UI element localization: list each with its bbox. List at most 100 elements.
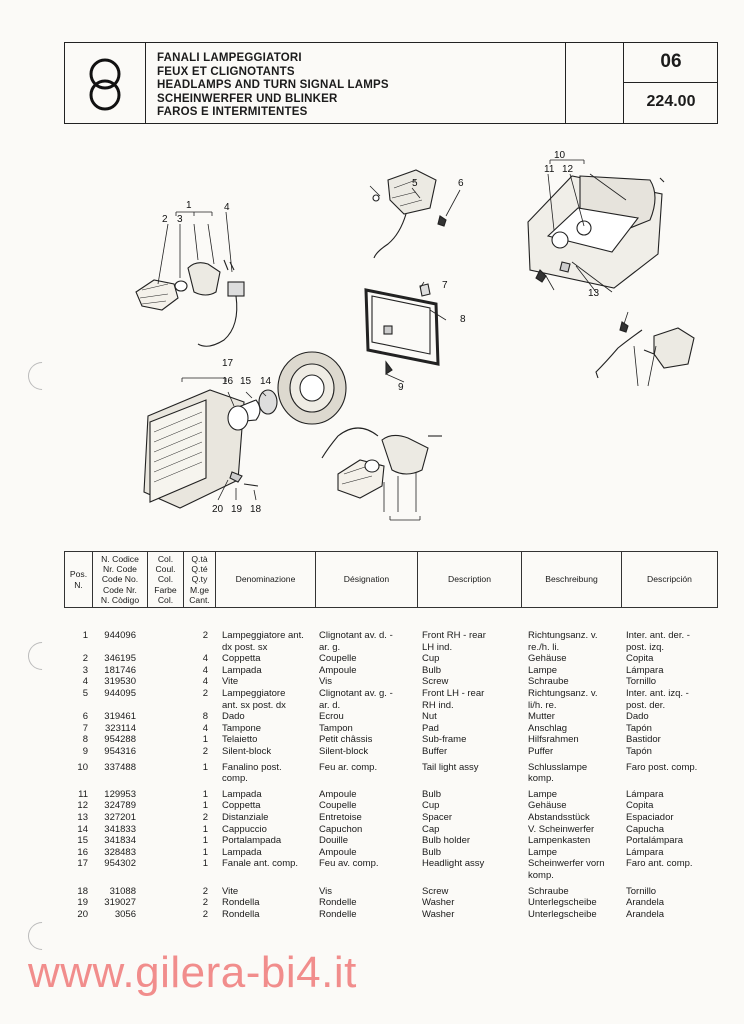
part-code: 341833 xyxy=(104,823,136,835)
part-name-de: li/h. re. xyxy=(528,699,557,711)
part-name-it: Rondella xyxy=(222,897,260,909)
callout-9: 9 xyxy=(398,382,404,393)
callout-6: 6 xyxy=(458,178,464,189)
part-name-it: Distanziale xyxy=(222,812,269,823)
part-qty: 2 xyxy=(202,746,208,757)
callout-20: 20 xyxy=(212,504,224,515)
part-qty: 1 xyxy=(202,788,208,800)
part-pos: 6 xyxy=(82,711,88,723)
col-fr: Désignation xyxy=(315,552,417,607)
part-name-es: Arandela xyxy=(626,897,665,909)
brand-logo xyxy=(65,43,146,123)
part-name-fr: Ampoule xyxy=(319,846,357,858)
part-name-fr: Rondelle xyxy=(319,897,357,909)
part-pos: 7 xyxy=(82,722,88,734)
part-name-es: post. der. xyxy=(626,699,666,711)
part-name-es: Espaciador xyxy=(626,812,674,823)
callout-5: 5 xyxy=(412,178,418,189)
part-name-es: Portalámpara xyxy=(626,835,684,847)
part-name-fr: Douille xyxy=(319,835,349,847)
callout-14: 14 xyxy=(260,376,272,387)
part-pos: 11 xyxy=(78,788,88,800)
part-qty: 1 xyxy=(202,846,208,858)
part-name-es: Dado xyxy=(626,711,649,723)
part-name-en: Screw xyxy=(422,885,449,897)
part-qty: 2 xyxy=(202,630,208,641)
part-name-it: Lampeggiatore xyxy=(222,688,286,699)
part-name-en: Sub-frame xyxy=(422,734,467,746)
part-name-en: Washer xyxy=(422,908,455,920)
callout-17: 17 xyxy=(222,358,234,369)
part-name-fr: Feu ar. comp. xyxy=(319,761,378,773)
part-name-es: post. izq. xyxy=(626,641,665,653)
part-name-es: Tornillo xyxy=(626,676,657,688)
part-name-en: LH ind. xyxy=(422,641,453,653)
part-pos: 2 xyxy=(82,653,88,665)
part-name-de: komp. xyxy=(528,869,554,881)
part-name-es: Capucha xyxy=(626,823,665,835)
part-pos: 16 xyxy=(77,846,88,858)
part-pos: 8 xyxy=(82,734,88,746)
part-qty: 2 xyxy=(202,885,208,897)
part-qty: 1 xyxy=(202,823,208,835)
part-name-es: Copita xyxy=(626,653,654,665)
part-name-en: Front LH - rear xyxy=(422,688,485,699)
part-name-fr: Rondelle xyxy=(319,908,357,920)
callout-10: 10 xyxy=(554,150,566,161)
part-name-it: Tampone xyxy=(222,722,262,734)
part-name-en: Front RH - rear xyxy=(422,630,486,641)
part-name-en: Washer xyxy=(422,897,455,909)
part-pos: 10 xyxy=(77,761,88,773)
part-pos: 17 xyxy=(77,858,88,870)
part-name-es: Inter. ant. izq. - xyxy=(626,688,689,699)
part-name-en: Bulb xyxy=(422,788,442,800)
part-qty: 1 xyxy=(202,734,208,746)
part-name-it: Cappuccio xyxy=(222,823,267,835)
part-code: 129953 xyxy=(104,788,136,800)
part-name-it: Lampada xyxy=(222,788,262,800)
part-pos: 4 xyxy=(82,676,88,688)
part-name-fr: ar. d. xyxy=(319,699,341,711)
part-name-en: Pad xyxy=(422,722,439,734)
part-name-de: Lampe xyxy=(528,788,558,800)
part-qty: 2 xyxy=(202,812,208,823)
part-name-es: Tornillo xyxy=(626,885,657,897)
part-name-es: Lámpara xyxy=(626,846,664,858)
part-name-en: Spacer xyxy=(422,812,453,823)
part-name-en: Screw xyxy=(422,676,449,688)
group-number: 06 xyxy=(660,51,682,72)
callout-1: 1 xyxy=(186,200,192,211)
part-qty: 1 xyxy=(202,835,208,847)
part-name-it: ant. sx post. dx xyxy=(222,699,286,711)
part-name-fr: Coupelle xyxy=(319,800,357,812)
part-code: 944095 xyxy=(104,688,136,699)
part-name-it: Lampada xyxy=(222,664,262,676)
part-name-it: comp. xyxy=(222,773,248,785)
catalog-header: FANALI LAMPEGGIATORI FEUX ET CLIGNOTANTS… xyxy=(64,42,718,124)
part-name-en: Cup xyxy=(422,800,440,812)
part-name-es: Lámpara xyxy=(626,788,664,800)
part-name-it: Lampada xyxy=(222,846,262,858)
part-name-de: Puffer xyxy=(528,746,554,757)
part-name-de: Anschlag xyxy=(528,722,568,734)
part-pos: 3 xyxy=(82,664,88,676)
part-pos: 14 xyxy=(77,823,88,835)
part-name-en: Bulb holder xyxy=(422,835,471,847)
part-code: 3056 xyxy=(114,908,136,920)
part-name-de: Schraube xyxy=(528,676,569,688)
part-name-es: Lámpara xyxy=(626,664,664,676)
part-name-es: Faro post. comp. xyxy=(626,761,698,773)
